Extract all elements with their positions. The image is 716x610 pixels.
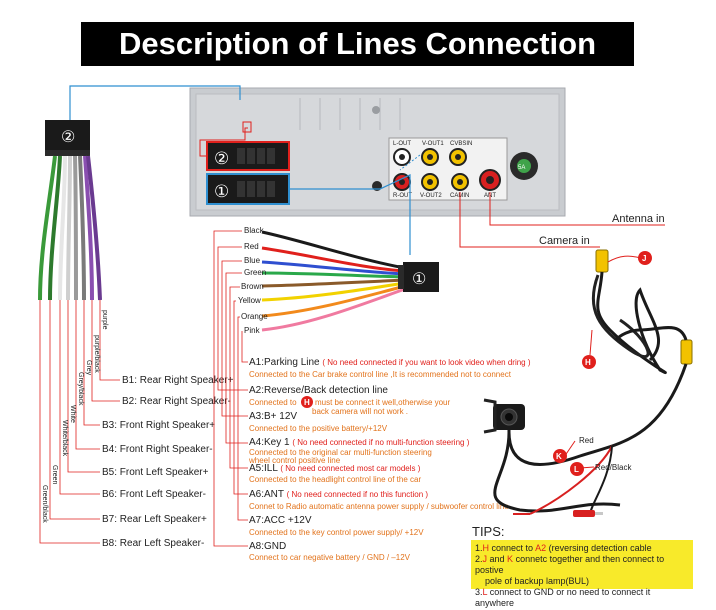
svg-text:J: J [642,254,646,263]
svg-text:A5:ILL ( No need connected mos: A5:ILL ( No need connected most car mode… [249,463,421,474]
right-harness-label: ① [412,271,426,288]
tips-box: 1.H connect to A2 (reversing detection c… [471,540,693,608]
svg-text:A2:Reverse/Back detection line: A2:Reverse/Back detection line [249,385,388,396]
svg-text:purple: purple [101,310,108,330]
svg-text:B7: Rear Left Speaker+: B7: Rear Left Speaker+ [102,514,207,525]
camera-in-label: Camera in [539,235,590,247]
svg-text:Grey/black: Grey/black [77,372,84,406]
svg-text:White: White [69,405,76,423]
svg-text:A8:GND: A8:GND [249,541,286,552]
tip-2: 2.J and K connetc together and then conn… [475,554,665,575]
svg-text:Connected to the original car: Connected to the original car multi-func… [249,448,432,457]
b-pin-labels: B1: Rear Right Speaker+ B2: Rear Right S… [102,375,234,549]
svg-text:Yellow: Yellow [238,296,261,305]
svg-text:Green: Green [51,465,58,485]
svg-text:Orange: Orange [241,312,268,321]
svg-text:H: H [585,358,591,367]
red-black-wire-label: Red/Black [595,463,632,472]
a-pin-descriptions: A1:Parking Line ( No need connected if y… [248,357,531,562]
svg-text:R-OUT: R-OUT [393,193,412,199]
unit-connector-2-label: ② [214,149,229,168]
svg-text:K: K [556,452,562,461]
left-harness-label: ② [61,129,75,146]
svg-text:A1:Parking Line ( No need conn: A1:Parking Line ( No need connected if y… [249,357,531,368]
antenna-label: Antenna in [612,213,665,225]
svg-text:V-OUT2: V-OUT2 [420,193,442,199]
svg-text:Black: Black [244,226,265,235]
unit-connector-1-label: ① [214,182,229,201]
svg-text:Connet to Radio automatic ante: Connet to Radio automatic antenna power … [249,502,509,511]
svg-text:CVBSIN: CVBSIN [450,141,472,147]
svg-text:A3:B+ 12V: A3:B+ 12V [249,411,297,422]
svg-text:B3: Front Right Speaker+: B3: Front Right Speaker+ [102,420,215,431]
svg-text:Pink: Pink [244,326,261,335]
svg-text:V-OUT1: V-OUT1 [422,141,444,147]
svg-text:Connected to the key control p: Connected to the key control power suppl… [249,528,424,537]
right-harness: ① Black Red Blue Green Brown Yellow Oran… [213,226,439,547]
svg-text:L-OUT: L-OUT [393,141,411,147]
svg-text:Connect to car negative batter: Connect to car negative battery / GND / … [249,553,411,562]
svg-text:B2: Rear Right Speaker-: B2: Rear Right Speaker- [122,396,231,407]
svg-text:Green: Green [244,268,266,277]
svg-text:Blue: Blue [244,256,261,265]
svg-text:back camera will not work .: back camera will not work . [312,407,408,416]
tip-3: 3.L connect to GND or no need to connect… [475,587,651,608]
svg-text:must be connect it well,otherw: must be connect it well,otherwise your [315,398,451,407]
svg-text:B5: Front Left Speaker+: B5: Front Left Speaker+ [102,467,209,478]
left-harness: ② purple purple/black Grey Grey/black Wh… [38,120,234,549]
svg-text:5A: 5A [518,165,525,171]
svg-text:H: H [304,398,310,407]
camera-section: Antenna in Camera in J H K L [459,192,693,517]
svg-text:B4: Front Right Speaker-: B4: Front Right Speaker- [102,444,213,455]
svg-text:B1: Rear Right Speaker+: B1: Rear Right Speaker+ [122,375,234,386]
svg-text:B6: Front Left Speaker-: B6: Front Left Speaker- [102,489,206,500]
svg-text:Connected to the Car brake con: Connected to the Car brake control line … [249,370,512,379]
svg-text:A6:ANT ( No need connected if: A6:ANT ( No need connected if no this fu… [249,489,428,500]
svg-text:B8: Rear Left Speaker-: B8: Rear Left Speaker- [102,538,204,549]
unit-connector-2 [206,141,290,171]
tip-1: 1.H connect to A2 (reversing detection c… [475,543,652,553]
svg-text:Red: Red [244,242,259,251]
svg-text:White/black: White/black [61,420,68,457]
svg-text:Connected to the positive batt: Connected to the positive battery/+12V [249,424,388,433]
tip-2-cont: pole of backup lamp(BUL) [485,576,590,586]
svg-text:Connected to the headlight con: Connected to the headlight control line … [249,475,421,484]
tips-heading: TIPS: [472,524,505,539]
left-harness-connector [45,120,90,150]
svg-text:Brown: Brown [241,282,264,291]
svg-text:wheel control positive line: wheel control positive line [248,456,341,465]
rca-jacks [393,148,501,191]
svg-text:Green/black: Green/black [41,485,48,523]
right-harness-connector [403,262,439,292]
svg-text:Grey: Grey [85,360,92,376]
svg-text:Connected to: Connected to [249,398,297,407]
svg-text:L: L [574,465,579,474]
page-title: Description of Lines Connection [81,22,634,66]
svg-text:purple/black: purple/black [93,335,100,373]
head-unit: ② ① L-OUT V-OUT1 CVBSIN R-OUT V-OUT2 CAM… [189,87,566,217]
red-wire-label: Red [579,436,594,445]
svg-text:A7:ACC +12V: A7:ACC +12V [249,515,312,526]
svg-text:A4:Key 1 ( No need connected i: A4:Key 1 ( No need connected if no multi… [249,437,470,448]
